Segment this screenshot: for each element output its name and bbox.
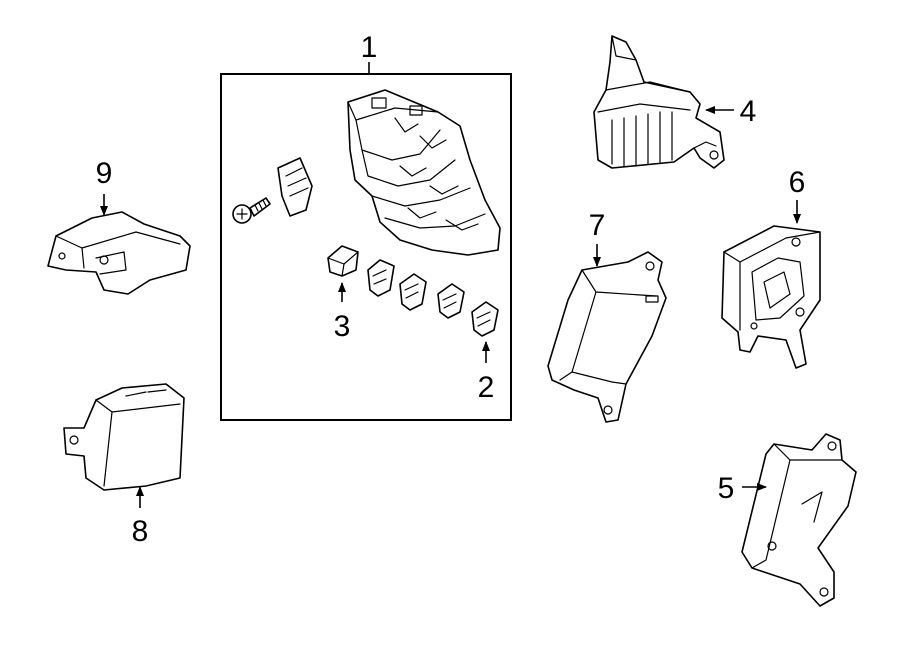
part-5-module <box>741 433 857 607</box>
callout-5: 5 <box>718 472 735 505</box>
part-6-module <box>721 225 821 369</box>
part-8-module <box>63 383 185 491</box>
callout-3: 3 <box>334 310 351 343</box>
callout-2: 2 <box>478 371 495 404</box>
fuse-d <box>471 301 499 337</box>
callout-4: 4 <box>740 95 757 128</box>
fuse-box-group-frame <box>220 73 512 421</box>
fuse-b <box>399 273 427 311</box>
callout-9: 9 <box>96 157 113 190</box>
callout-7: 7 <box>589 209 606 242</box>
part-4-module <box>593 35 725 169</box>
callout-6: 6 <box>789 166 806 199</box>
screw <box>232 197 271 224</box>
fuse-c <box>437 283 465 319</box>
part-7-module <box>547 251 667 423</box>
fuse-cover-clip <box>277 157 313 217</box>
part-9-module <box>47 211 191 295</box>
relay-small <box>327 245 359 277</box>
fuse-box <box>347 89 501 256</box>
callout-8: 8 <box>132 515 149 548</box>
fuse-a <box>367 259 395 297</box>
callout-1: 1 <box>361 31 378 64</box>
